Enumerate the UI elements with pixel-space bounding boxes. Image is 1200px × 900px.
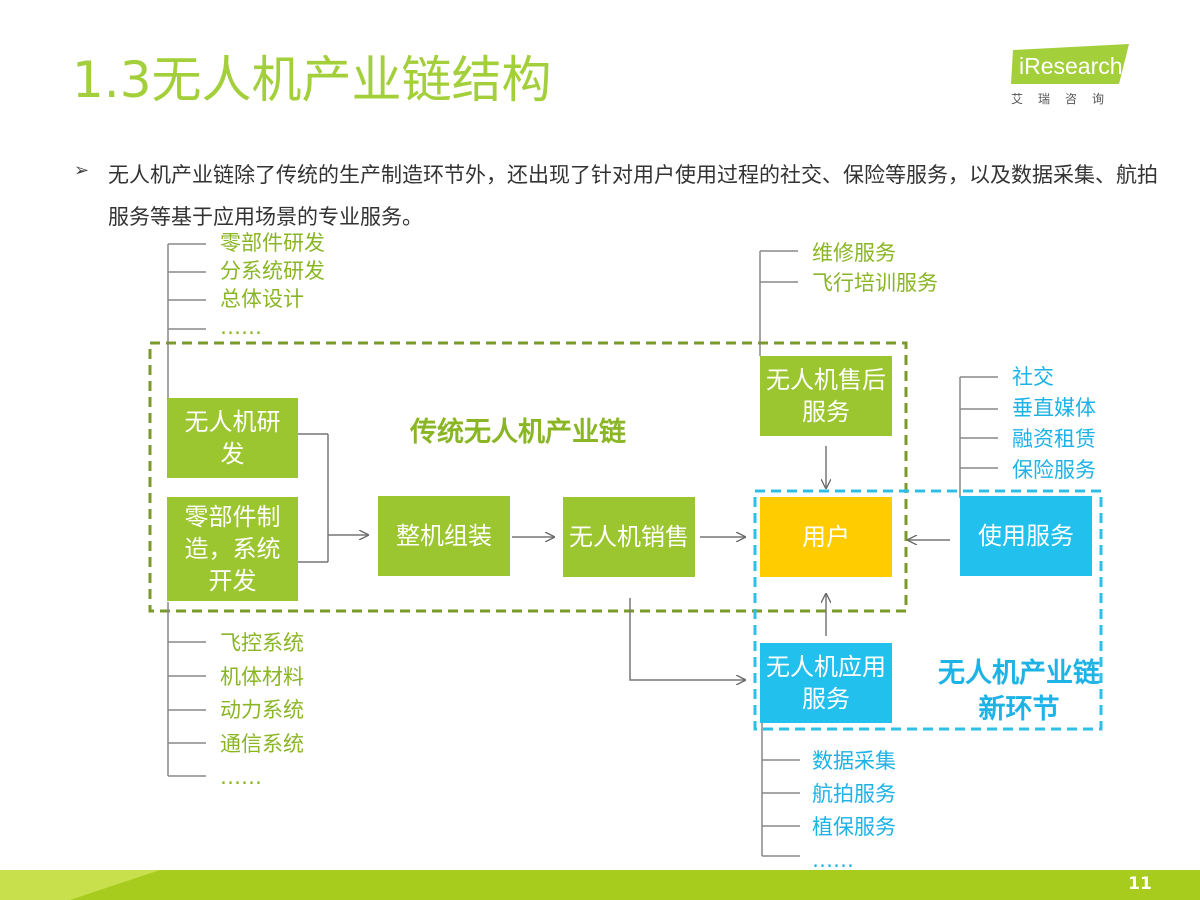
usage-bracket [959,376,998,498]
list-item: …… [812,848,854,872]
after-sales-box: 无人机售后服务 [760,356,892,436]
assembly-box: 整机组装 [378,496,510,576]
merge-bracket [298,433,368,563]
new-links-label: 无人机产业链新环节 [938,658,1100,725]
list-item: 飞行培训服务 [812,271,938,295]
component-bracket [167,602,206,777]
after-sales-list: 维修服务 飞行培训服务 [812,238,938,298]
list-item: 植保服务 [812,815,896,839]
logo-graphic: iResearch [1011,44,1129,84]
usage-list: 社交 垂直媒体 融资租赁 保险服务 [1012,362,1096,486]
application-list: 数据采集 航拍服务 植保服务 …… [812,745,896,877]
page-number: 11 [1128,874,1152,894]
components-box: 零部件制造，系统开发 [167,497,298,601]
traditional-chain-label: 传统无人机产业链 [410,417,626,448]
sales-box: 无人机销售 [563,497,695,577]
list-item: 社交 [1012,365,1054,389]
list-item: 总体设计 [220,287,304,311]
list-item: 航拍服务 [812,782,896,806]
list-item: 维修服务 [812,241,896,265]
logo-brand-text: iResearch [1019,53,1123,79]
footer-bar [0,870,1200,900]
after-sales-bracket [759,250,798,356]
list-item: …… [220,315,262,339]
logo-subtitle: 艾瑞咨询 [1011,92,1120,106]
list-item: 动力系统 [220,698,304,722]
rd-bracket [167,243,206,400]
list-item: 机体材料 [220,664,304,689]
bullet-text: 无人机产业链除了传统的生产制造环节外，还出现了针对用户使用过程的社交、保险等服务… [108,163,1158,229]
list-item: 保险服务 [1012,458,1096,482]
list-item: 通信系统 [220,731,304,756]
list-item: 融资租赁 [1012,427,1096,451]
list-item: 数据采集 [812,749,896,773]
user-box: 用户 [760,497,892,577]
bullet-arrow-icon: ➢ [74,160,90,181]
traditional-chain-frame [148,341,908,613]
list-item: 零部件研发 [220,231,325,255]
list-item: 分系统研发 [220,259,325,283]
list-item: 飞控系统 [220,631,304,655]
usage-services-box: 使用服务 [960,496,1092,576]
new-links-frame [753,489,1103,731]
list-item: 垂直媒体 [1012,396,1096,420]
application-services-box: 无人机应用服务 [760,643,892,723]
application-bracket [761,722,800,857]
rd-box: 无人机研发 [167,398,298,478]
iresearch-logo: iResearch [1009,42,1135,86]
list-item: …… [220,765,262,789]
component-list: 飞控系统 机体材料 动力系统 通信系统 …… [220,627,304,795]
flow-arrows [512,446,950,680]
rd-list: 零部件研发 分系统研发 总体设计 …… [220,229,325,341]
page-title: 1.3无人机产业链结构 [72,51,552,109]
